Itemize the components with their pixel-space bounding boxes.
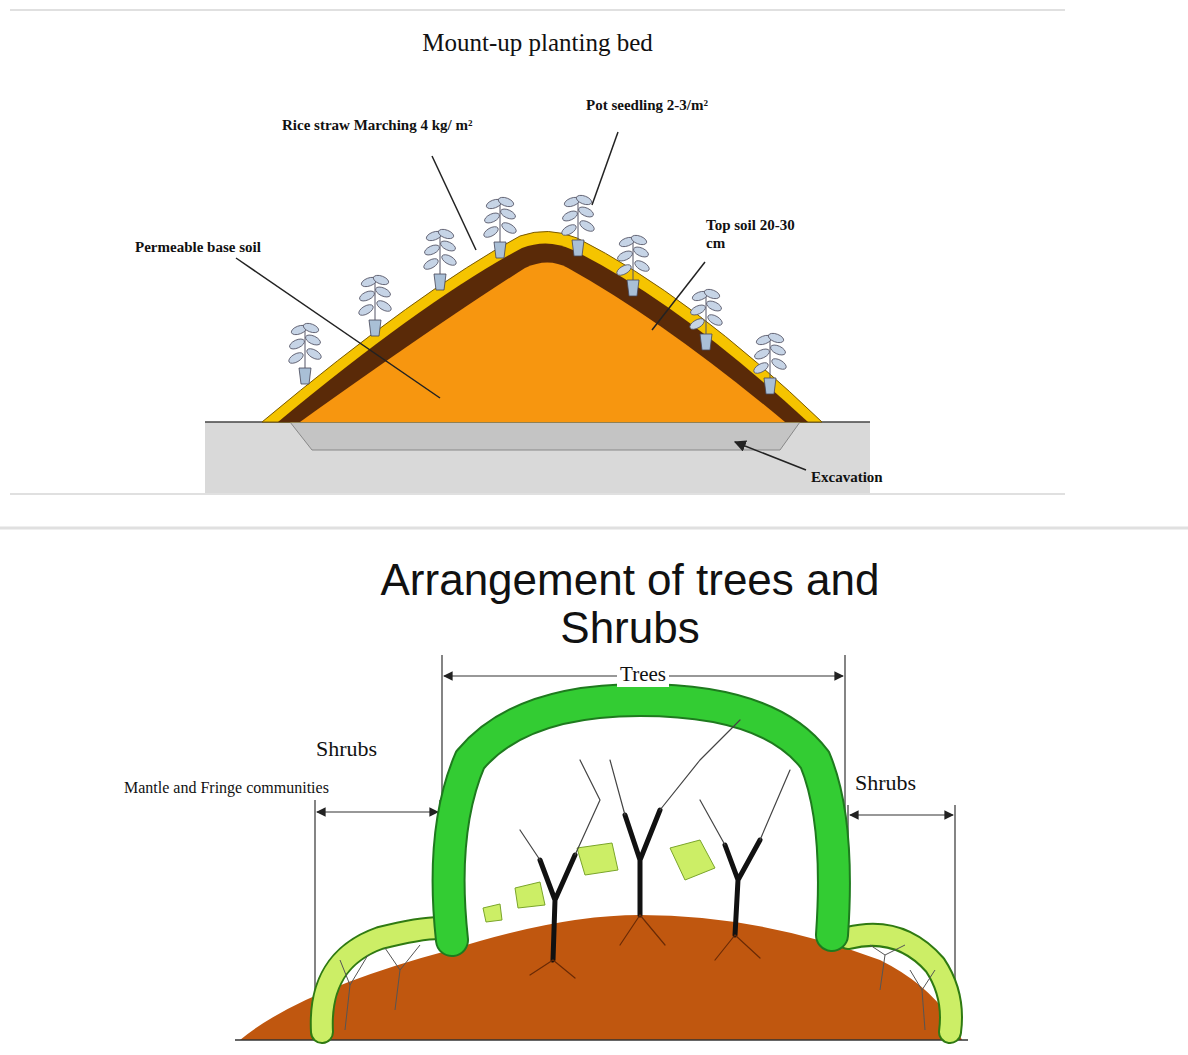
callout-label: Top soil 20-30 cm xyxy=(706,216,806,252)
shrub-canopy xyxy=(322,928,440,1032)
callout-label: Rice straw Marching 4 kg/ m² xyxy=(282,116,482,134)
panel-rule xyxy=(0,527,1188,530)
callout-label: Pot seedling 2-3/m² xyxy=(586,96,716,114)
dimension-label: Trees xyxy=(617,662,669,687)
shrub-canopy xyxy=(322,928,440,1032)
dimension-label: Shrubs xyxy=(855,770,916,796)
callout-label: Permeable base soil xyxy=(135,238,261,256)
leader-line xyxy=(592,132,618,205)
panel-title: Arrangement of trees and Shrubs xyxy=(360,556,900,653)
leader-line xyxy=(236,258,440,398)
base-soil xyxy=(300,263,785,423)
tree-canopy xyxy=(449,700,834,940)
ground xyxy=(205,422,870,493)
ground-line xyxy=(235,1039,968,1041)
mulch-layer xyxy=(262,231,822,422)
callout-label: Excavation xyxy=(811,468,883,486)
tree-trunks xyxy=(520,720,790,978)
mound xyxy=(240,915,962,1040)
shrub-canopy xyxy=(848,935,951,1032)
excavation xyxy=(290,422,800,450)
tree-canopy xyxy=(449,700,834,940)
panel-title: Mount-up planting bed xyxy=(0,28,1075,58)
topsoil-layer xyxy=(278,243,808,422)
shrub-canopy xyxy=(848,935,951,1032)
panel-rule xyxy=(10,493,1065,495)
leader-arrow xyxy=(735,442,806,470)
leader-line xyxy=(652,262,705,330)
foliage-patch xyxy=(483,840,715,922)
dimension-label: Shrubs xyxy=(316,736,377,762)
group-label: Mantle and Fringe communities xyxy=(124,778,329,797)
shrub-stems xyxy=(340,945,935,1030)
leader-line xyxy=(432,156,476,250)
panel-rule xyxy=(10,9,1065,11)
